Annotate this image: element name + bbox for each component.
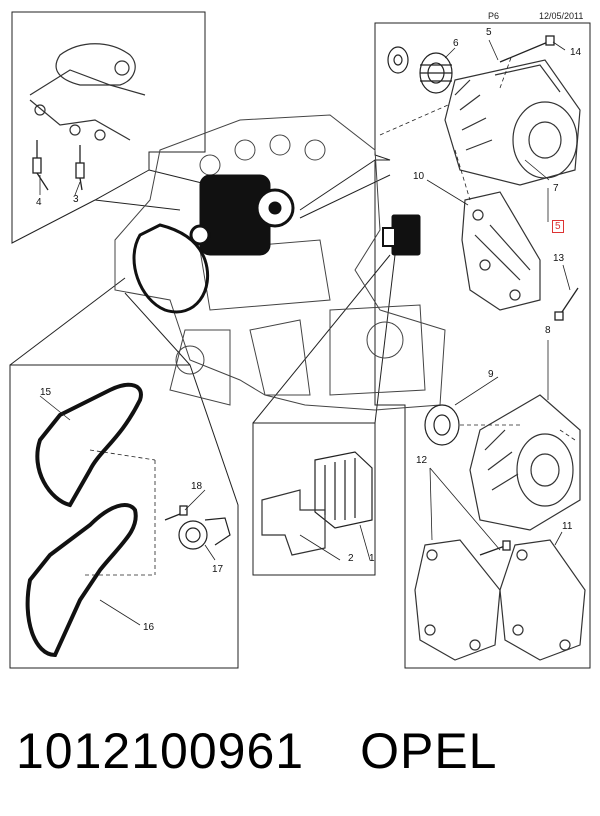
- belt-panel: [9, 364, 239, 669]
- page-number: P6: [488, 11, 500, 21]
- glow-plug-4: [32, 140, 49, 191]
- brand-name: OPEL: [360, 723, 498, 779]
- pulley-6: [419, 52, 453, 94]
- alternator-panel: [374, 22, 591, 669]
- callout-15: 15: [40, 387, 52, 398]
- alternator-8: [469, 394, 581, 531]
- glow-plug-panel: [11, 11, 206, 244]
- part-caption: 1012100961 OPEL: [16, 722, 497, 780]
- relay-1: [314, 451, 373, 529]
- engine-assembly: [114, 114, 446, 411]
- callout-7: 7: [553, 183, 559, 194]
- callout-11: 11: [562, 521, 573, 532]
- bolt-18: [164, 505, 188, 521]
- callout-8: 8: [545, 325, 551, 336]
- callout-17: 17: [212, 564, 224, 575]
- parts-diagram: [9, 11, 591, 669]
- callout-5-highlight: 5: [552, 220, 564, 233]
- callout-5: 5: [486, 27, 492, 38]
- engine-belt: [132, 223, 210, 314]
- engine-relay: [382, 214, 421, 256]
- belt-16: [25, 503, 138, 658]
- bolt-13: [554, 287, 579, 321]
- bracket-11: [499, 539, 586, 661]
- bracket-10: [461, 191, 541, 311]
- callout-13: 13: [553, 253, 565, 264]
- callout-12: 12: [416, 455, 428, 466]
- callout-18: 18: [191, 481, 203, 492]
- callout-4: 4: [36, 197, 42, 208]
- belt-15: [35, 382, 143, 508]
- pulley-9: [424, 404, 460, 446]
- callout-1: 1: [369, 553, 375, 564]
- alternator-5: [444, 59, 581, 186]
- bolt-14: [499, 35, 555, 63]
- bracket-12: [414, 539, 501, 661]
- bolt-12: [479, 540, 511, 556]
- relay-panel: [252, 422, 376, 576]
- part-number: 1012100961: [16, 723, 305, 779]
- tensioner-17: [178, 517, 231, 550]
- callout-3: 3: [73, 194, 79, 205]
- glow-plug-harness: [29, 43, 146, 141]
- callout-6: 6: [453, 38, 459, 49]
- glow-plug-3: [75, 145, 85, 191]
- callout-9: 9: [488, 369, 494, 380]
- bracket-2: [261, 489, 326, 556]
- callout-10: 10: [413, 171, 425, 182]
- callout-2: 2: [348, 553, 354, 564]
- nut-washer: [387, 46, 409, 74]
- callout-16: 16: [143, 622, 155, 633]
- callout-14: 14: [570, 47, 582, 58]
- diagram-date: 12/05/2011: [539, 11, 584, 21]
- engine-alternator: [189, 174, 295, 256]
